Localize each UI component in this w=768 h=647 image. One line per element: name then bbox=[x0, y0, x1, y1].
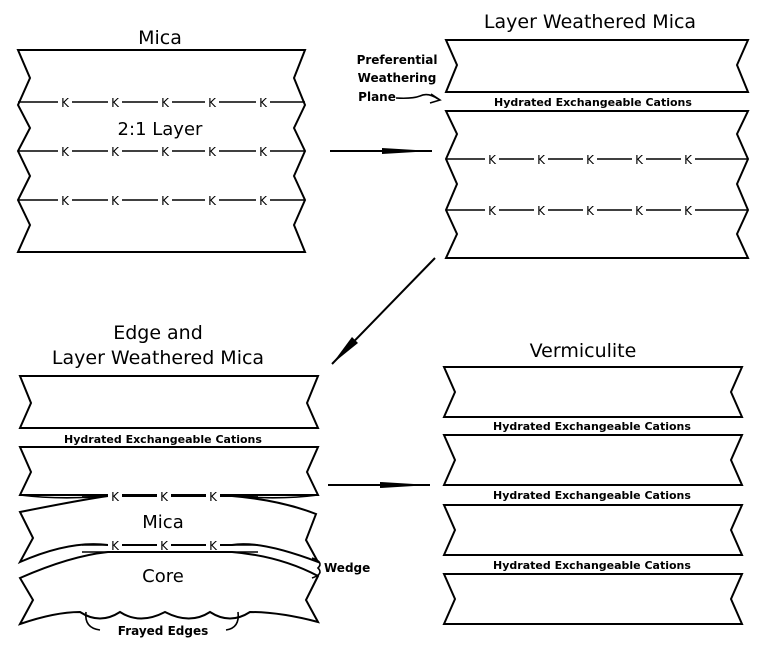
verm-cation-label-1: Hydrated Exchangeable Cations bbox=[493, 420, 691, 433]
k-ion: K bbox=[586, 204, 595, 218]
frayed-edges-label: Frayed Edges bbox=[118, 624, 208, 638]
layer-weathered-panel: Layer Weathered Mica Hydrated Exchangeab… bbox=[357, 11, 750, 259]
mica-block bbox=[16, 49, 307, 253]
plane-label-line-2: Weathering bbox=[358, 71, 437, 85]
k-ion: K bbox=[684, 153, 693, 167]
lw-k-row-2: K K K K K bbox=[485, 202, 695, 218]
k-ion: K bbox=[635, 204, 644, 218]
k-ion: K bbox=[161, 96, 170, 110]
k-ion: K bbox=[586, 153, 595, 167]
k-ion: K bbox=[537, 153, 546, 167]
k-ion: K bbox=[208, 194, 217, 208]
k-ion: K bbox=[61, 145, 70, 159]
k-ion: K bbox=[209, 539, 218, 553]
k-ion: K bbox=[488, 204, 497, 218]
verm-sheet-1 bbox=[442, 366, 744, 418]
mica-k-row-1: K K K K K bbox=[58, 94, 270, 110]
core-label-core: Core bbox=[142, 566, 184, 587]
k-ion: K bbox=[208, 145, 217, 159]
k-ion: K bbox=[161, 194, 170, 208]
verm-cation-label-3: Hydrated Exchangeable Cations bbox=[493, 559, 691, 572]
wedge-label: Wedge bbox=[324, 561, 370, 575]
elw-k-row-1: K K K bbox=[108, 488, 220, 504]
k-ion: K bbox=[161, 145, 170, 159]
mica-layer-label: 2:1 Layer bbox=[118, 119, 203, 140]
layer-weathered-title: Layer Weathered Mica bbox=[484, 11, 696, 33]
k-ion: K bbox=[488, 153, 497, 167]
k-ion: K bbox=[111, 490, 120, 504]
elw-bottom-sheet bbox=[17, 551, 320, 626]
k-ion: K bbox=[209, 490, 218, 504]
lw-top-sheet bbox=[444, 39, 750, 93]
k-ion: K bbox=[635, 153, 644, 167]
arrow-right-1 bbox=[330, 148, 432, 154]
k-ion: K bbox=[61, 96, 70, 110]
k-ion: K bbox=[61, 194, 70, 208]
lw-lower-block bbox=[444, 110, 750, 259]
k-ion: K bbox=[259, 145, 268, 159]
elw-cation-label: Hydrated Exchangeable Cations bbox=[64, 433, 262, 446]
plane-label-line-3: Plane bbox=[358, 90, 396, 104]
lw-k-row-1: K K K K K bbox=[485, 151, 695, 167]
elw-k-row-2: K K K bbox=[108, 537, 220, 553]
mica-k-row-3: K K K K K bbox=[58, 192, 270, 208]
elw-title-line-1: Edge and bbox=[113, 322, 203, 344]
mica-k-row-2: K K K K K bbox=[58, 143, 270, 159]
k-ion: K bbox=[111, 145, 120, 159]
elw-top-sheet bbox=[18, 375, 320, 429]
edge-layer-weathered-panel: Edge and Layer Weathered Mica Hydrated E… bbox=[17, 322, 370, 638]
k-ion: K bbox=[208, 96, 217, 110]
verm-sheet-4 bbox=[442, 573, 744, 625]
frayed-bracket-left bbox=[84, 611, 101, 631]
k-ion: K bbox=[111, 539, 120, 553]
lw-cation-label: Hydrated Exchangeable Cations bbox=[494, 96, 692, 109]
verm-sheet-2 bbox=[442, 434, 744, 486]
arrow-diagonal bbox=[331, 257, 436, 365]
plane-pointer-line bbox=[395, 93, 439, 100]
k-ion: K bbox=[259, 96, 268, 110]
wedge-bracket bbox=[311, 557, 321, 579]
core-label-mica: Mica bbox=[142, 512, 183, 533]
vermiculite-title: Vermiculite bbox=[530, 340, 637, 362]
verm-cation-label-2: Hydrated Exchangeable Cations bbox=[493, 489, 691, 502]
vermiculite-panel: Vermiculite Hydrated Exchangeable Cation… bbox=[442, 340, 744, 625]
k-ion: K bbox=[259, 194, 268, 208]
plane-pointer-head bbox=[429, 93, 442, 104]
plane-label-line-1: Preferential bbox=[357, 53, 438, 67]
arrow-right-2 bbox=[328, 482, 430, 488]
verm-sheet-3 bbox=[442, 504, 744, 556]
k-ion: K bbox=[111, 194, 120, 208]
k-ion: K bbox=[111, 96, 120, 110]
elw-second-sheet bbox=[18, 446, 320, 496]
k-ion: K bbox=[160, 490, 169, 504]
k-ion: K bbox=[537, 204, 546, 218]
frayed-bracket-right bbox=[225, 611, 240, 631]
k-ion: K bbox=[684, 204, 693, 218]
mica-panel: Mica K K K K K 2:1 Layer K K K K K K K K… bbox=[16, 27, 307, 253]
mica-core-block bbox=[17, 495, 321, 565]
mica-title: Mica bbox=[138, 27, 182, 49]
k-ion: K bbox=[160, 539, 169, 553]
elw-title-line-2: Layer Weathered Mica bbox=[52, 347, 264, 369]
